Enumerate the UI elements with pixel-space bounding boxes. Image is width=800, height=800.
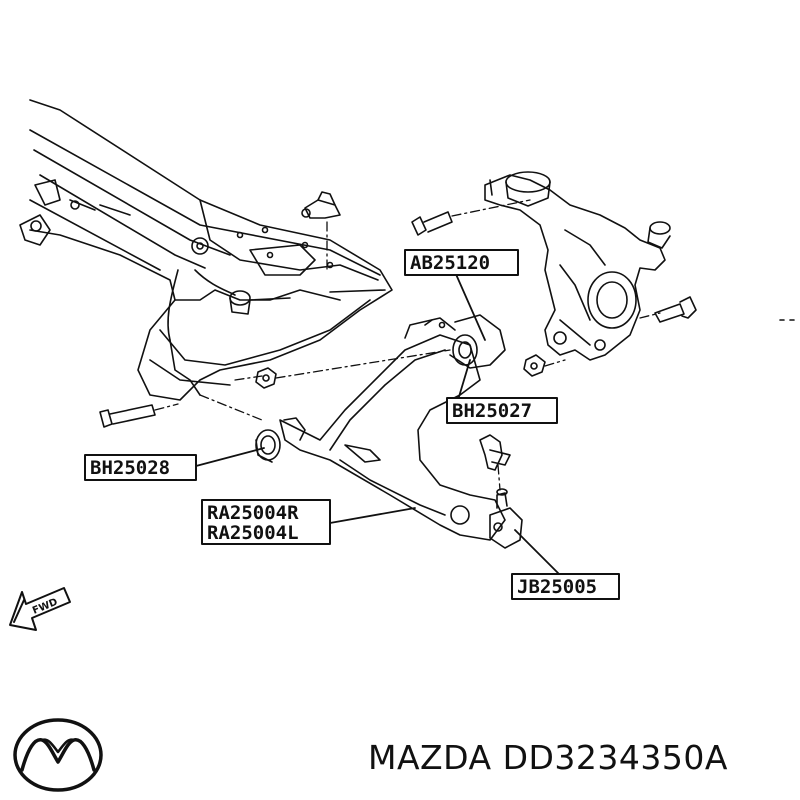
- bracket-clip: [301, 191, 341, 219]
- label-bh25028: BH25028: [84, 454, 197, 481]
- front-bushing: [255, 417, 306, 463]
- nut-left: [255, 367, 277, 389]
- lower-control-arm: [279, 317, 506, 541]
- fwd-arrow-icon: FWD: [9, 587, 71, 631]
- label-ra25004: RA25004R RA25004L: [201, 499, 331, 545]
- brand-name: MAZDA: [368, 738, 492, 777]
- label-ra25004l-text: RA25004L: [207, 522, 299, 544]
- subframe: [19, 99, 393, 401]
- label-ab25120: AB25120: [404, 249, 519, 276]
- label-bh25027-text: BH25027: [452, 400, 532, 422]
- part-number: DD3234350A: [502, 738, 728, 777]
- label-ab25120-text: AB25120: [410, 252, 490, 274]
- label-bh25027: BH25027: [446, 397, 558, 424]
- knuckle-bolt-right: [654, 296, 697, 323]
- front-bolt: [99, 404, 156, 428]
- knuckle-bolt: [411, 211, 453, 236]
- assembly-lines: [154, 199, 661, 491]
- label-ra25004r-text: RA25004R: [207, 502, 299, 524]
- rear-bushing: [449, 314, 506, 369]
- label-bh25028-text: BH25028: [90, 457, 170, 479]
- brand-caption: MAZDA DD3234350A: [368, 738, 728, 777]
- ball-joint: [489, 488, 523, 549]
- label-jb25005: JB25005: [511, 573, 620, 600]
- leader-lines: [195, 271, 561, 576]
- mazda-logo-icon: [13, 718, 103, 792]
- steering-knuckle: [484, 171, 671, 361]
- ball-joint-nut: [479, 434, 511, 471]
- label-jb25005-text: JB25005: [517, 576, 597, 598]
- nut-right: [523, 354, 546, 377]
